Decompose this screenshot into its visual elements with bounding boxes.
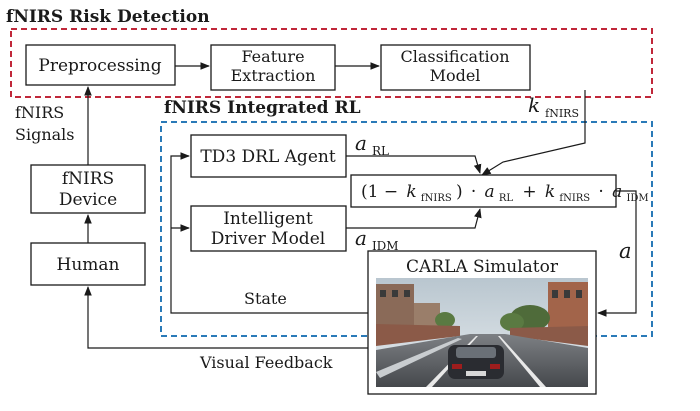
idm-node: Intelligent Driver Model [190,205,347,252]
visual-feedback-label: Visual Feedback [199,353,333,372]
a-rl-label: a RL [355,131,389,158]
preprocessing-node: Preprocessing [25,44,176,86]
edge-visual-feedback [84,286,368,349]
classification-model-node: Classification Model [380,44,531,91]
fnirs-device-node: fNIRS Device [30,164,146,214]
fnirs-signals-label-1: fNIRS [15,103,64,122]
feature-extraction-label-2: Extraction [231,66,316,85]
classification-model-label-2: Model [430,66,481,85]
classification-model-label-1: Classification [400,47,509,66]
edge-k-fnirs [481,90,586,176]
edge-a-rl [346,155,482,174]
k-fnirs-label: k fNIRS [528,93,579,120]
human-node: Human [30,242,146,286]
preprocessing-label: Preprocessing [38,56,161,76]
risk-detection-title: fNIRS Risk Detection [6,7,210,27]
blend-equation-node: (1 − k fNIRS ) · a RL + k fNIRS · a IDM [350,174,649,208]
fnirs-device-label-1: fNIRS [62,169,114,189]
td3-agent-node: TD3 DRL Agent [190,134,347,178]
idm-label-2: Driver Model [211,229,325,249]
risk-detection-group [10,28,653,98]
carla-simulator-node: CARLA Simulator [367,250,597,395]
action-label: a [619,239,632,263]
edge-action-carla [597,190,637,317]
a-idm-label: a IDM [355,226,399,253]
idm-label-1: Intelligent [223,209,313,229]
fnirs-device-label-2: Device [59,190,117,210]
integrated-rl-title: fNIRS Integrated RL [164,98,361,118]
state-label: State [244,289,287,308]
edge-state-loop [170,152,368,314]
edge-a-idm [346,208,482,229]
human-label: Human [57,255,120,275]
blend-equation: (1 − k fNIRS ) · a RL + k fNIRS · a IDM [361,182,649,205]
carla-simulator-label: CARLA Simulator [406,257,559,277]
fnirs-signals-label-2: Signals [15,125,75,144]
feature-extraction-label-1: Feature [241,47,304,66]
td3-agent-label: TD3 DRL Agent [200,147,335,167]
feature-extraction-node: Feature Extraction [210,44,336,91]
driving-scene-image [376,278,588,387]
